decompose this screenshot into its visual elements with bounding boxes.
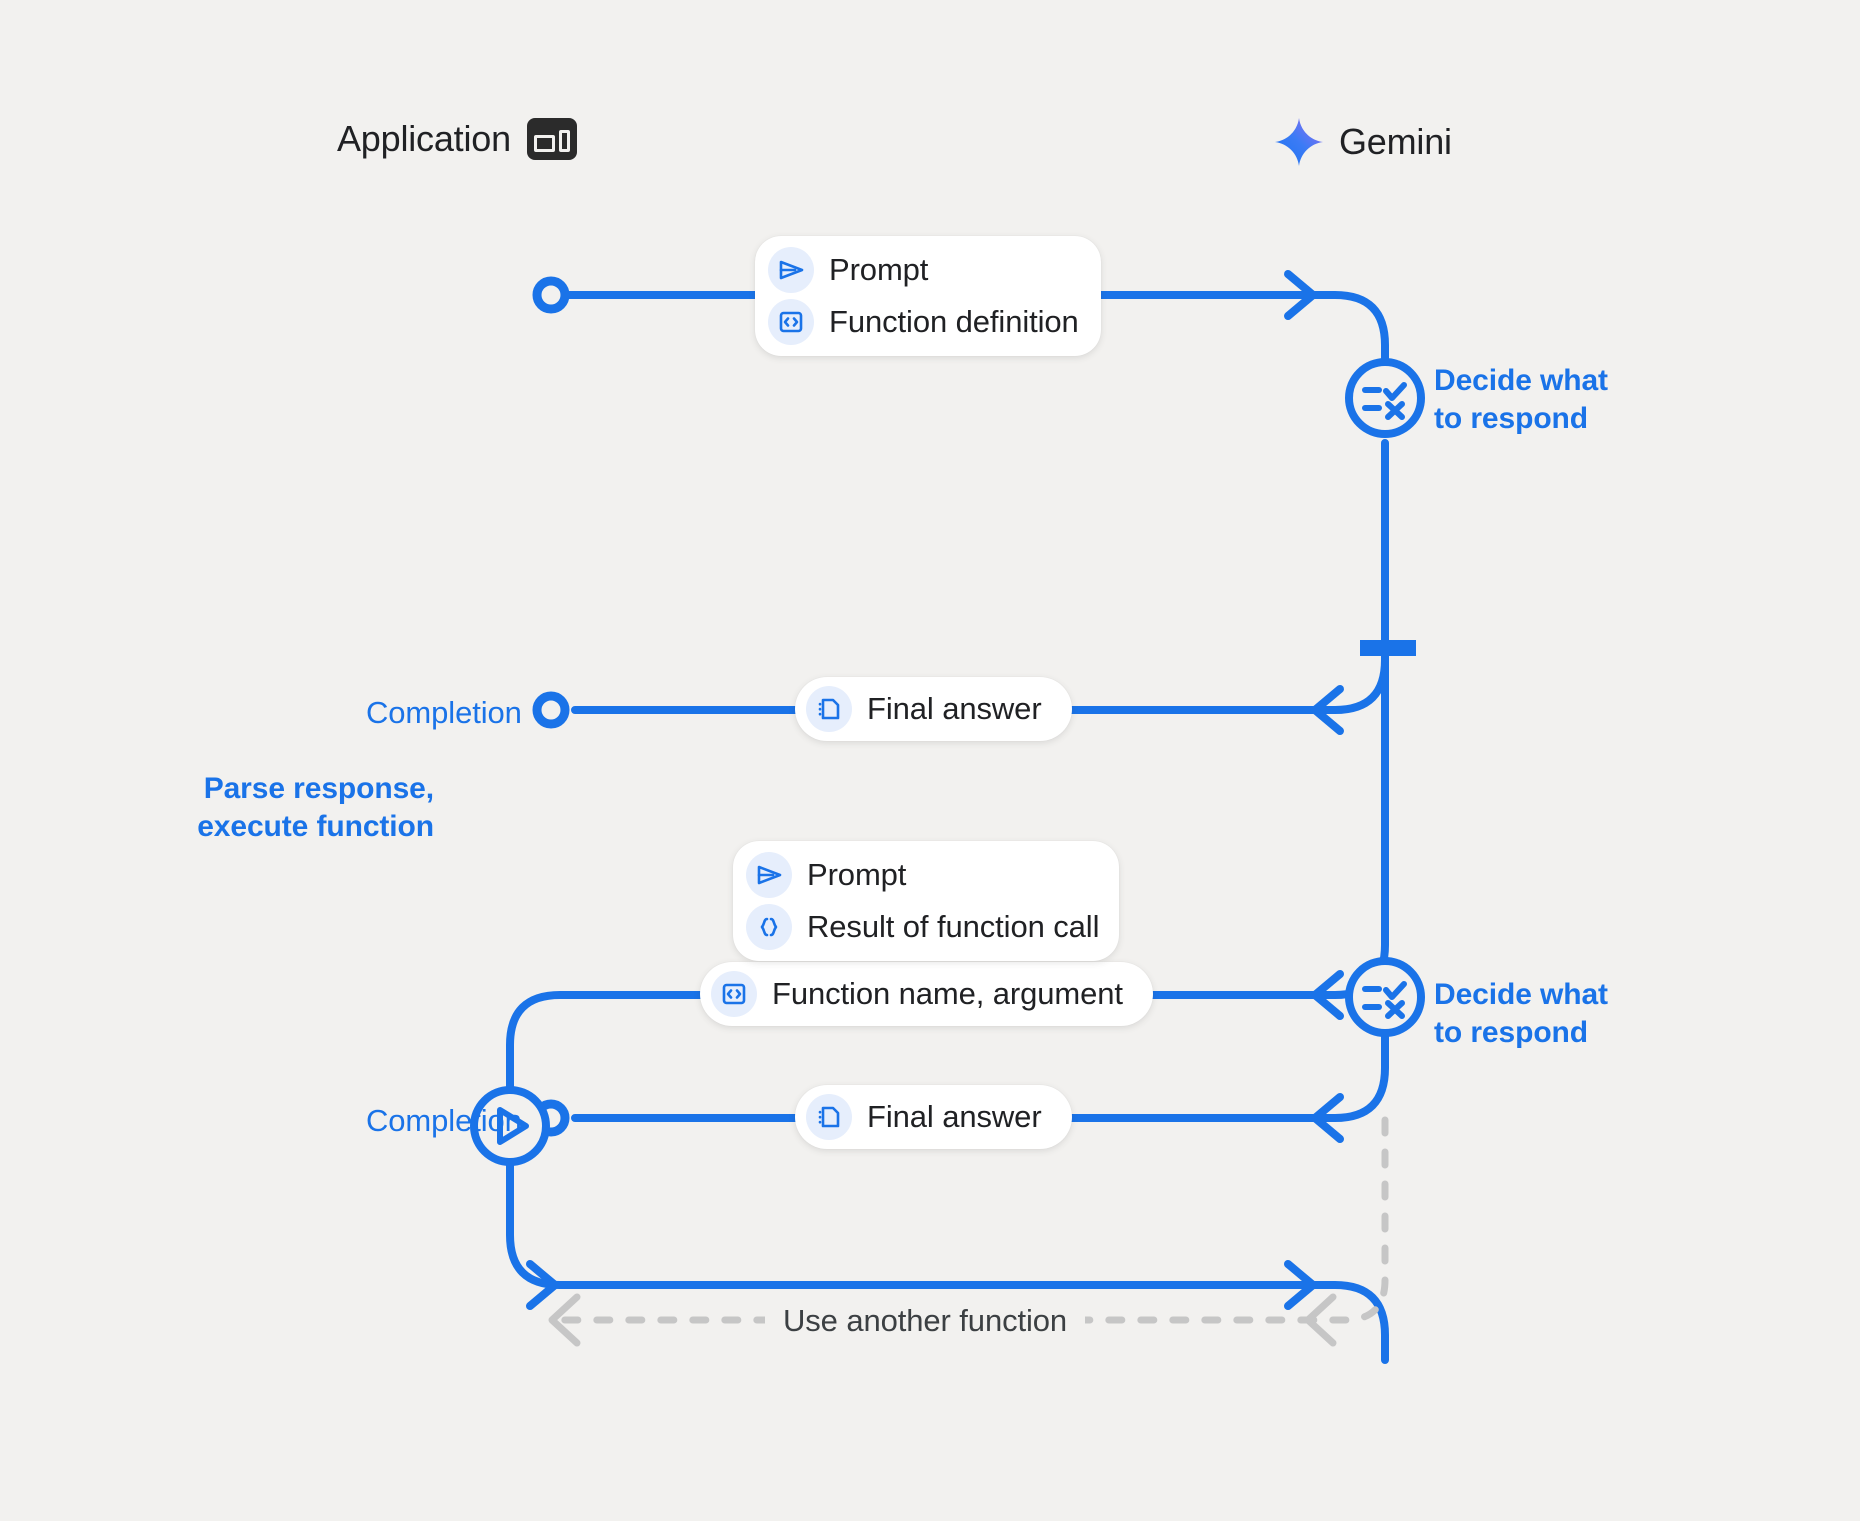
wire-response-1 (571, 439, 1389, 714)
document-icon (806, 1094, 852, 1140)
curly-braces-icon (746, 904, 792, 950)
endpoint-dot-completion-2 (532, 1099, 570, 1137)
arrowhead-request-1 (1284, 270, 1317, 320)
card-row-result-of-function-call: Result of function call (746, 904, 1099, 950)
arrowhead-response-2 (1311, 1093, 1344, 1143)
column-label-application: Application (337, 118, 511, 159)
wire-loop-use-another-function (556, 1116, 1389, 1324)
annotation-decide-1: Decide what to respond (1434, 364, 1608, 436)
send-prompt-icon (746, 852, 792, 898)
card-row-prompt: Prompt (768, 247, 1075, 293)
card-row-function-call: Function name, argument (711, 971, 1123, 1017)
message-card-response-1[interactable]: Final answer (795, 677, 1072, 741)
card-row-function-definition: Function definition (768, 299, 1079, 345)
card-row-final-answer-2: Final answer (806, 1094, 1042, 1140)
card-label-function-call: Function name, argument (772, 976, 1123, 1011)
label-completion-2: Completion (366, 1103, 522, 1138)
label-use-another-function: Use another function (765, 1303, 1086, 1339)
wire-response-2 (1381, 1429, 1389, 1521)
card-row-final-answer-1: Final answer (806, 686, 1042, 732)
arrowhead-function-call (1311, 970, 1344, 1020)
dashboard-layout-icon (526, 118, 577, 160)
message-card-function-call[interactable]: Function name, argument (700, 962, 1153, 1026)
code-brackets-icon (768, 299, 814, 345)
card-label-prompt-2: Prompt (807, 857, 907, 892)
annotation-decide-2: Decide what to respond (1434, 978, 1608, 1050)
card-row-prompt-2: Prompt (746, 852, 1093, 898)
gemini-sparkle-icon (1275, 118, 1323, 166)
message-card-request-1[interactable]: Prompt Function definition (755, 236, 1101, 356)
column-header-application: Application (337, 118, 577, 160)
card-label-function-definition: Function definition (829, 304, 1079, 339)
annotation-parse-execute: Parse response, execute function (197, 772, 434, 844)
endpoint-dot-start (532, 276, 570, 314)
arrowhead-request-2 (1284, 1260, 1317, 1310)
label-completion-1: Completion (366, 695, 522, 730)
card-label-final-answer-2: Final answer (867, 1099, 1042, 1134)
card-label-prompt: Prompt (829, 252, 929, 287)
arrowhead-parse-out (526, 1260, 559, 1310)
column-header-gemini: Gemini (1275, 118, 1452, 166)
endpoint-dot-completion-1 (532, 691, 570, 729)
code-brackets-icon (711, 971, 757, 1017)
node-decide-1 (1345, 358, 1425, 438)
card-label-final-answer-1: Final answer (867, 691, 1042, 726)
send-prompt-icon (768, 247, 814, 293)
message-card-response-2[interactable]: Final answer (795, 1085, 1072, 1149)
document-icon (806, 686, 852, 732)
message-card-request-2[interactable]: Prompt Result of function call (733, 841, 1119, 961)
card-label-result-of-function-call: Result of function call (807, 909, 1100, 944)
arrowhead-response-1 (1311, 685, 1344, 735)
node-decide-2 (1345, 957, 1425, 1037)
column-label-gemini: Gemini (1339, 121, 1452, 162)
